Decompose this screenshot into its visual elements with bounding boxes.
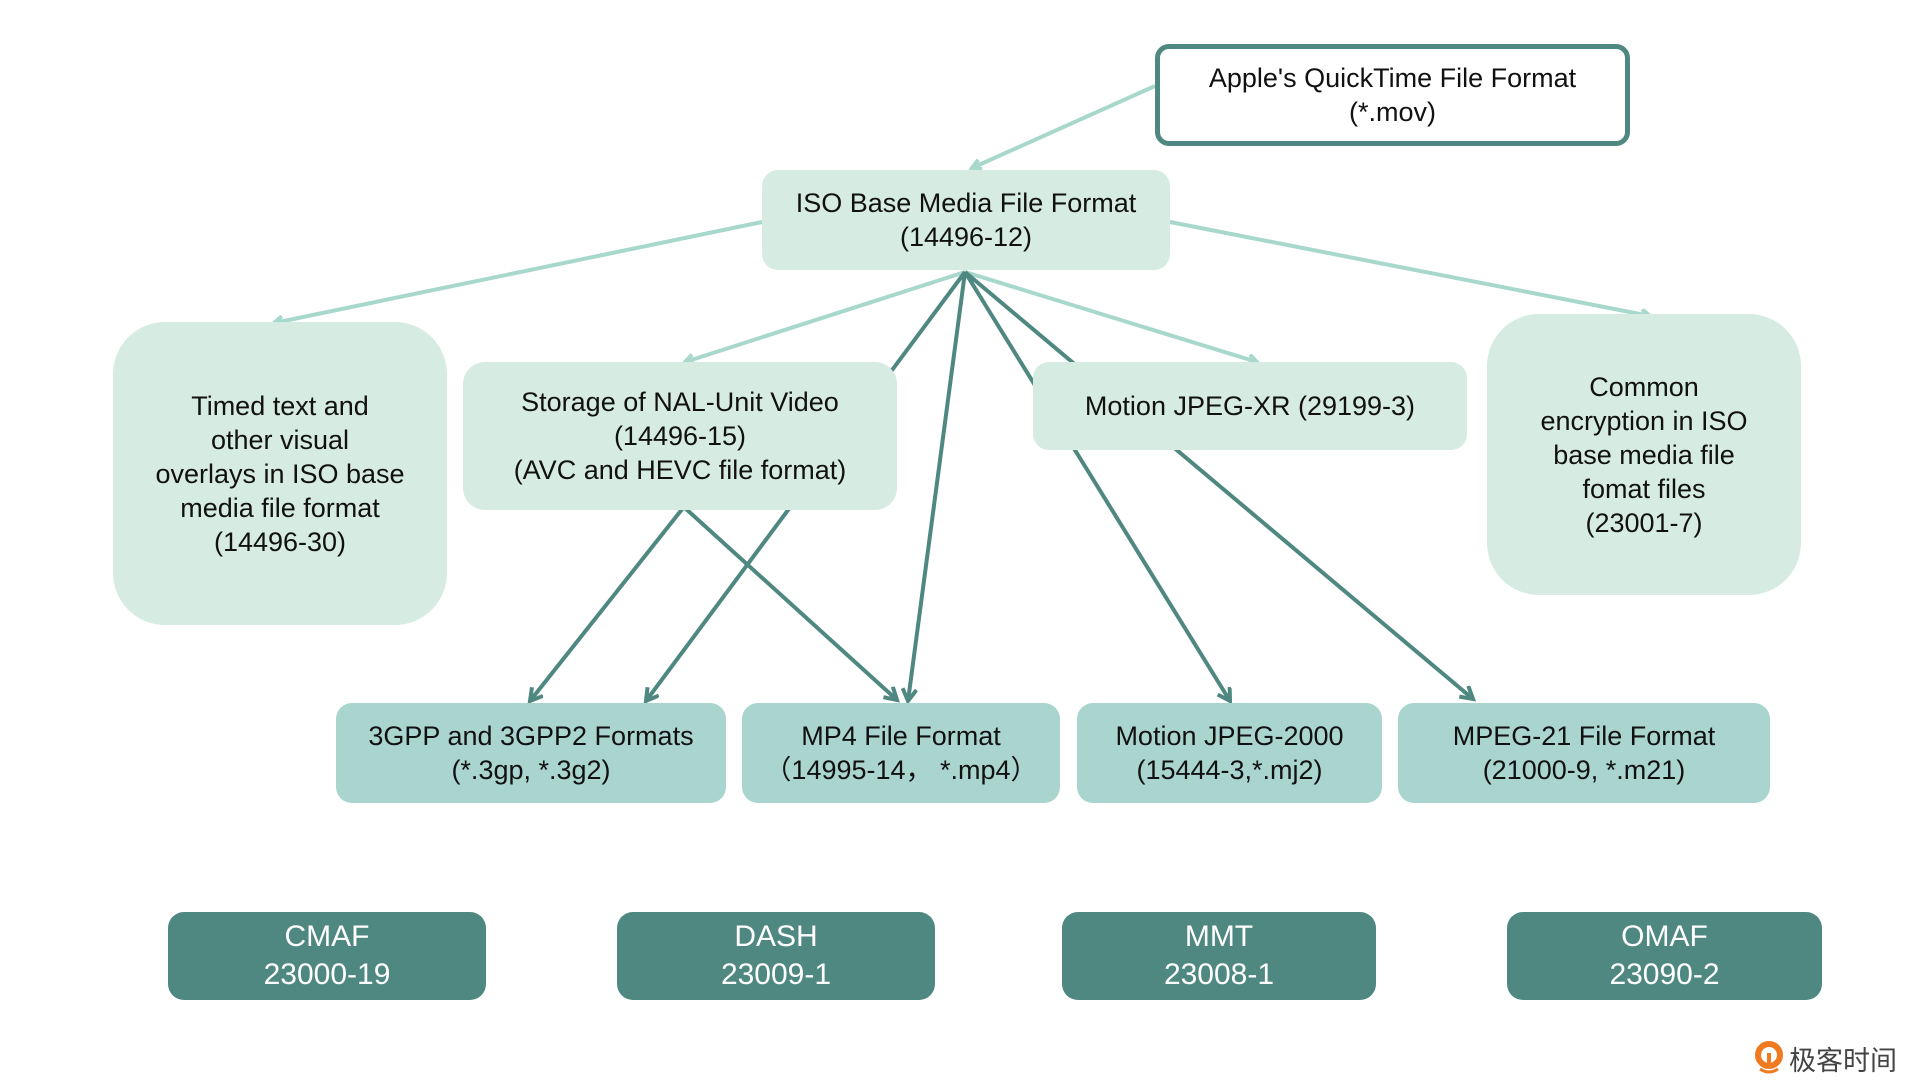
edge-iso-to-mp4 — [908, 271, 967, 701]
edge-iso-to-timed — [274, 220, 763, 323]
edge-iso-to-mjxr — [964, 270, 1257, 362]
node-timed-text: Timed text and other visual overlays in … — [113, 322, 447, 625]
edge-nal-to-mp4 — [683, 506, 897, 700]
edge-iso-to-mj2 — [963, 270, 1230, 701]
edge-iso-to-m21 — [963, 270, 1473, 699]
node-3gpp: 3GPP and 3GPP2 Formats (*.3gp, *.3g2) — [336, 703, 726, 803]
geektime-logo-text: 极客时间 — [1789, 1045, 1897, 1077]
node-cmaf: CMAF 23000-19 — [168, 912, 486, 1000]
node-iso-base-media: ISO Base Media File Format (14496-12) — [762, 170, 1170, 270]
geektime-logo-icon — [1755, 1041, 1783, 1074]
node-motion-jpeg-xr: Motion JPEG-XR (29199-3) — [1033, 362, 1467, 450]
node-quicktime: Apple's QuickTime File Format (*.mov) — [1155, 44, 1630, 146]
node-motion-jpeg-2000: Motion JPEG-2000 (15444-3,*.mj2) — [1077, 703, 1382, 803]
node-omaf: OMAF 23090-2 — [1507, 912, 1822, 1000]
edge-apple-to-iso — [972, 84, 1156, 168]
node-nal-unit-video: Storage of NAL-Unit Video (14496-15) (AV… — [463, 362, 897, 510]
node-common-encryption: Common encryption in ISO base media file… — [1487, 314, 1801, 595]
edge-nal-to-gpp — [530, 506, 685, 701]
node-mp4: MP4 File Format （14995-14， *.mp4） — [742, 703, 1060, 803]
node-mmt: MMT 23008-1 — [1062, 912, 1376, 1000]
geektime-logo: 极客时间 — [1755, 1040, 1897, 1077]
node-dash: DASH 23009-1 — [617, 912, 935, 1000]
edge-iso-to-cenc — [1169, 220, 1650, 316]
edge-iso-to-nal — [685, 270, 966, 362]
node-mpeg-21: MPEG-21 File Format (21000-9, *.m21) — [1398, 703, 1770, 803]
